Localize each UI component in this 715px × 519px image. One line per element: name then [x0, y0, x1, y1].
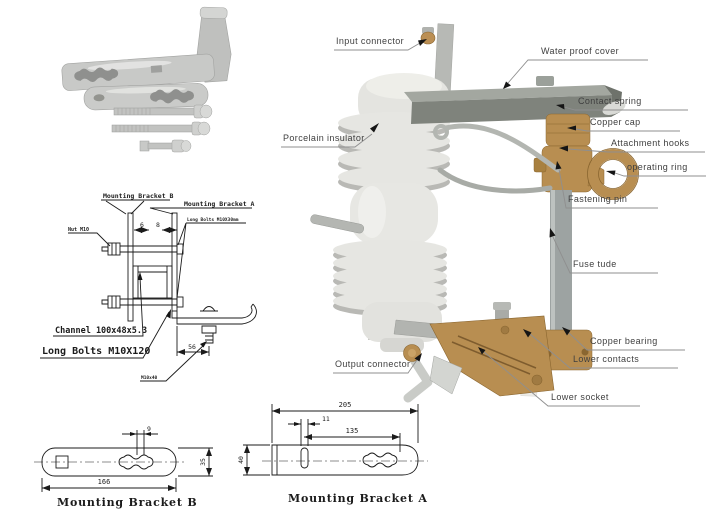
label-input-connector: Input connector — [336, 36, 405, 46]
label-lower-contacts: Lower contacts — [573, 354, 640, 364]
bracket-b-dim-slot: 9 — [147, 425, 151, 433]
assembly-bolts — [101, 242, 184, 309]
assembly-long-bolts-note: Long Bolts M10X30mm — [187, 217, 239, 223]
porcelain-insulator-part — [333, 73, 450, 352]
assembly-drawing: Mounting Bracket B Mounting Bracket A Nu… — [40, 192, 257, 382]
bracket-b-drawing: 9 35 166 Mounting Bracket B — [34, 425, 213, 509]
channel-label: Channel 100x48x5.3 — [55, 326, 147, 336]
bracket-a-dim-len: 205 — [339, 401, 352, 409]
label-fuse-tube: Fuse tude — [573, 259, 617, 269]
label-water-proof-cover: Water proof cover — [541, 46, 619, 56]
assembly-bracket-a-label: Mounting Bracket A — [184, 200, 255, 208]
bracket-a-dim-slot: 11 — [322, 415, 330, 423]
assembly-dim-6: 6 — [140, 221, 144, 229]
label-porcelain-insulator: Porcelain insulator — [283, 133, 365, 143]
upper-contact-assembly — [433, 113, 639, 200]
long-bolts-label: Long Bolts M10X120 — [42, 346, 150, 357]
assembly-nut-label: Nut M10 — [68, 227, 89, 233]
lower-socket-part — [429, 315, 555, 397]
side-pin — [310, 214, 364, 234]
bracket-a-title: Mounting Bracket A — [288, 492, 428, 505]
label-output-connector: Output connector — [335, 359, 411, 369]
fuse-cutout-photo — [281, 23, 706, 407]
operating-ring-part — [588, 149, 638, 199]
lower-assembly — [393, 302, 593, 403]
long-bolt-2-photo — [111, 121, 211, 136]
bracket-b-dim-h: 35 — [199, 458, 207, 466]
bolt-note-label: M10x40 — [141, 375, 158, 381]
l-bracket-photo — [61, 6, 232, 91]
label-copper-bearing: Copper bearing — [590, 336, 658, 346]
fuse-tube-part — [550, 190, 572, 335]
assembly-dim-56: 56 — [188, 343, 196, 351]
bracket-a-dim-h: 40 — [237, 456, 245, 464]
label-copper-cap: Copper cap — [590, 117, 641, 127]
mounting-hardware-photo — [61, 6, 232, 153]
photo-leader-lines — [281, 39, 706, 407]
long-bolt-1-photo — [113, 104, 213, 119]
bracket-b-dim-len: 166 — [98, 478, 111, 486]
label-attachment-hooks: Attachment hooks — [611, 138, 690, 148]
short-bolt-photo — [139, 139, 192, 153]
label-contact-spring: Contact spring — [578, 96, 642, 106]
bracket-a-drawing: 205 11 135 40 Mounting Bracket A — [237, 401, 428, 505]
flat-bracket-photo — [83, 83, 209, 111]
assembly-bracket-b-label: Mounting Bracket B — [103, 192, 174, 200]
assembly-dim-8: 8 — [156, 221, 160, 229]
label-operating-ring: operating ring — [627, 162, 688, 172]
label-fastening-pin: Fastening pin — [568, 194, 628, 204]
bracket-b-title: Mounting Bracket B — [57, 496, 197, 509]
bracket-a-dim-offset: 135 — [346, 427, 359, 435]
contact-spring-part — [602, 101, 626, 115]
label-lower-socket: Lower socket — [551, 392, 609, 402]
